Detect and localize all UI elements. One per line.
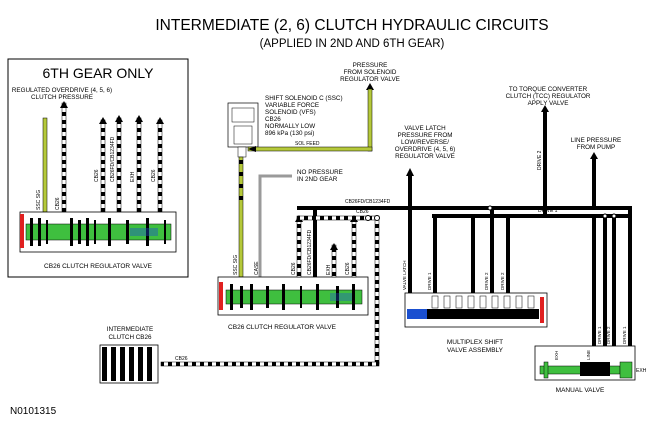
to-tcc-label-2: CLUTCH (TCC) REGULATOR: [506, 93, 591, 100]
cb26-line-bottom: [160, 361, 380, 367]
line-pressure-label-1: LINE PRESSURE: [571, 137, 621, 144]
valve-latch-label-4: OVERDRIVE (4, 5, 6): [395, 146, 456, 153]
pressure-from-solenoid-3: REGULATOR VALVE: [340, 76, 400, 83]
multiplex-port-drive-2: DRIVE 2: [484, 272, 489, 290]
inset-regulated-od-label-2: CLUTCH PRESSURE: [31, 94, 93, 101]
manual-exh-label: EXH: [636, 368, 647, 374]
cb26fd-line: [297, 206, 629, 210]
main-port-cb26-b: CB26: [345, 262, 351, 275]
valve-latch-label-3: LOW/REVERSE/: [401, 139, 449, 146]
manual-port-drive-1: DRIVE 1: [597, 326, 602, 344]
multiplex-label-2: VALVE ASSEMBLY: [447, 347, 504, 354]
main-port-ssc-sig: SSC SIG: [233, 255, 239, 275]
inset-ssc-sig-line: [42, 117, 48, 213]
valve-latch-label-1: VALVE LATCH: [404, 125, 446, 132]
pressure-from-solenoid-1: PRESSURE: [353, 62, 388, 69]
drive-1-label: DRIVE 1: [538, 208, 558, 214]
line-pressure-label-2: FROM PUMP: [577, 144, 615, 151]
drive2-to-tcc-line: [543, 111, 547, 218]
valve-latch-label-2: PRESSURE FROM: [398, 132, 453, 139]
no-pressure-label-1: NO PRESSURE: [297, 169, 343, 176]
line-pressure-line: [592, 158, 596, 210]
no-pressure-label-2: IN 2ND GEAR: [297, 176, 338, 183]
to-tcc-label-1: TO TORQUE CONVERTER: [509, 86, 588, 93]
shift-solenoid-label-6: 896 kPa (130 psi): [265, 130, 314, 137]
cb26-bottom-label: CB26: [175, 356, 188, 362]
intermediate-clutch: [99, 344, 159, 384]
inset-6th-gear: 6TH GEAR ONLY REGULATED OVERDRIVE (4, 5,…: [7, 58, 189, 278]
pressure-from-solenoid-2: FROM SOLENOID: [344, 69, 397, 76]
main-port-cb26fd: CB26FD/CB1234FD: [307, 229, 313, 275]
inset-regulated-od-label: REGULATED OVERDRIVE (4, 5, 6): [12, 87, 112, 94]
intermediate-clutch-label-2: CLUTCH CB26: [108, 334, 152, 341]
cb26fd-label: CB26FD/CB1234FD: [345, 199, 391, 205]
inset-title: 6TH GEAR ONLY: [43, 65, 155, 81]
sol-feed-line-vertical: [367, 88, 373, 152]
inset-valve-body: [19, 211, 177, 253]
inset-port-exh: EXH: [130, 171, 136, 182]
inset-port-cb26fd: CB26FD/CB1234FD: [110, 136, 116, 182]
page-subtitle: (APPLIED IN 2ND AND 6TH GEAR): [260, 38, 445, 50]
inset-exh-line: [136, 117, 142, 213]
inset-cb26-line-2: [100, 119, 106, 213]
valve-latch-label-5: REGULATOR VALVE: [395, 153, 455, 160]
multiplex-port-drive-2-b: DRIVE 2: [500, 272, 505, 290]
multiplex-port-drive-1: DRIVE 1: [427, 272, 432, 290]
inset-cb26fd-line: [116, 117, 122, 213]
shift-solenoid-c: [227, 102, 259, 158]
main-port-case: CASE: [254, 261, 260, 275]
sol-feed-label: SOL FEED: [295, 141, 320, 147]
no-pressure-line: [258, 174, 292, 277]
shift-solenoid-label-5: NORMALLY LOW: [265, 123, 315, 130]
valve-latch-line: [408, 175, 412, 295]
cb26fd-port-line: [313, 210, 317, 277]
sol-feed-line: [247, 146, 373, 152]
drive-2-label: DRIVE 2: [537, 150, 543, 170]
inset-cb26-line-3: [157, 119, 163, 213]
multiplex-port-valve-latch: VALVE LATCH: [402, 260, 407, 290]
manual-valve-label: MANUAL VALVE: [556, 387, 605, 394]
drive-1-line: [432, 214, 632, 218]
cb26-line-right: [374, 215, 380, 365]
manual-port-line: LINE: [586, 350, 591, 360]
inset-port-ssc-sig: SSC SIG: [36, 190, 42, 210]
inset-valve-label: CB26 CLUTCH REGULATOR VALVE: [44, 263, 153, 270]
manual-valve: [534, 345, 636, 381]
shift-solenoid-label-3: SOLENOID (VFS): [265, 109, 316, 116]
to-tcc-label-3: APPLY VALVE: [528, 100, 569, 107]
intermediate-clutch-label-1: INTERMEDIATE: [107, 326, 153, 333]
inset-port-cb26-c: CB26: [151, 169, 157, 182]
cb26-line-label: CB26: [356, 209, 369, 215]
inset-port-cb26: CB26: [55, 197, 61, 210]
multiplex-label-1: MULTIPLEX SHIFT: [447, 339, 503, 346]
main-valve-label: CB26 CLUTCH REGULATOR VALVE: [228, 324, 337, 331]
shift-solenoid-label-2: VARIABLE FORCE: [265, 102, 319, 109]
page-title: INTERMEDIATE (2, 6) CLUTCH HYDRAULIC CIR…: [155, 17, 548, 34]
manual-port-drive-1-b: DRIVE 1: [622, 326, 627, 344]
shift-solenoid-label-4: CB26: [265, 116, 281, 123]
inset-port-cb26-b: CB26: [94, 169, 100, 182]
main-port-cb26: CB26: [291, 262, 297, 275]
main-port-exh: EXH: [326, 264, 332, 275]
multiplex-shift-valve: [404, 292, 548, 328]
figure-id: N0101315: [10, 406, 57, 417]
inset-cb26-line: [61, 102, 67, 213]
main-cb26-regulator-valve: [217, 276, 369, 316]
manual-port-exh: EXH: [554, 351, 559, 360]
shift-solenoid-label-1: SHIFT SOLENOID C (SSC): [265, 95, 343, 102]
manual-port-drive-2: DRIVE 2: [606, 326, 611, 344]
